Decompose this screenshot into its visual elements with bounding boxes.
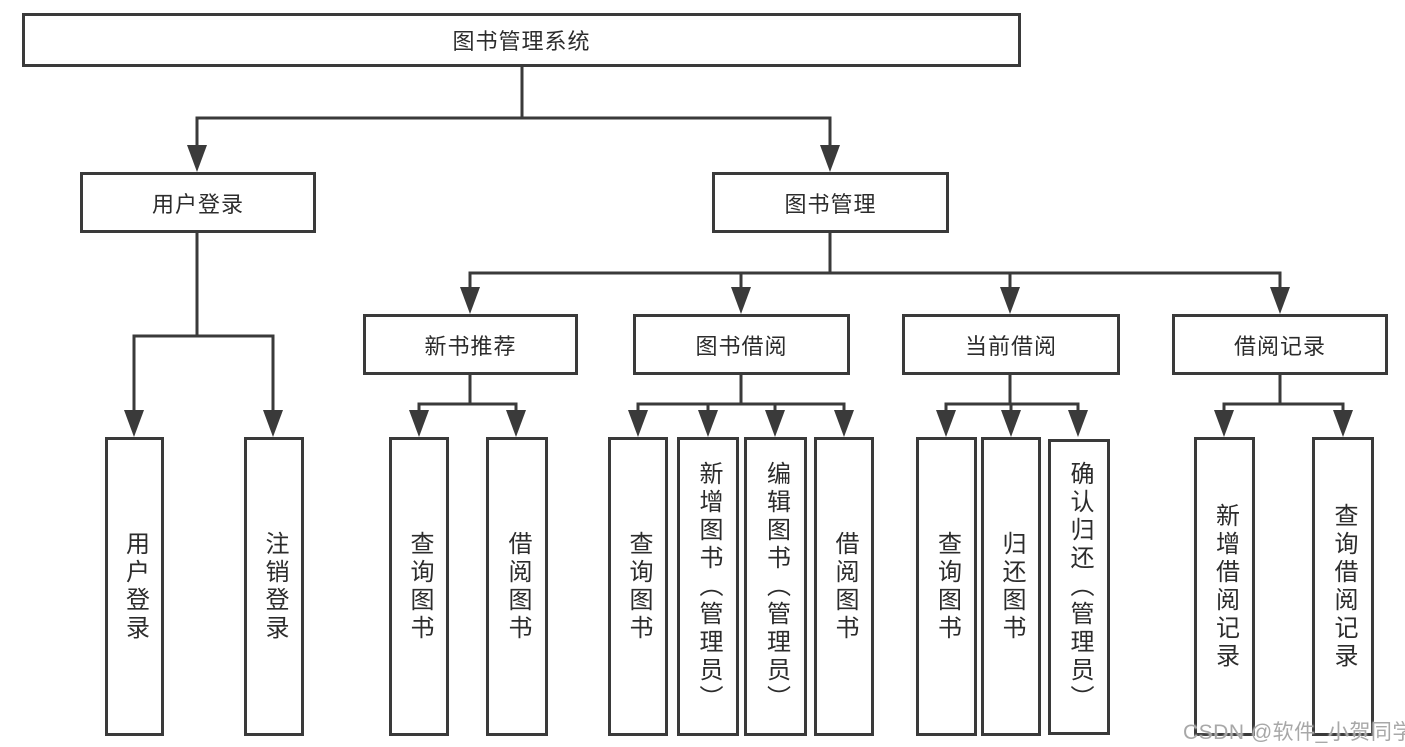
node-leaf-query-books-borrow-label: 查询图书 [625,530,652,643]
node-book-management: 图书管理 [712,172,949,233]
node-borrow-records: 借阅记录 [1172,314,1388,375]
node-leaf-confirm-return-admin-label: 确认归还（管理员） [1066,461,1093,713]
node-user-login: 用户登录 [80,172,316,233]
node-leaf-add-borrow-record-label: 新增借阅记录 [1211,502,1239,671]
node-new-book-recommend: 新书推荐 [363,314,578,375]
node-book-management-label: 图书管理 [784,191,877,217]
node-leaf-borrow-books-recommend: 借阅图书 [486,437,548,736]
node-user-login-label: 用户登录 [151,191,244,217]
node-leaf-return-books: 归还图书 [981,437,1041,736]
node-leaf-confirm-return-admin: 确认归还（管理员） [1048,439,1110,735]
node-leaf-return-books-label: 归还图书 [998,530,1025,643]
node-leaf-query-borrow-record-label: 查询借阅记录 [1330,502,1357,671]
node-leaf-query-books-recommend-label: 查询图书 [406,530,433,643]
node-leaf-borrow-books-label: 借阅图书 [831,530,858,643]
node-leaf-query-books-current-label: 查询图书 [933,530,961,643]
node-leaf-logout-label: 注销登录 [261,530,288,643]
node-root-system: 图书管理系统 [22,13,1021,67]
node-leaf-query-books-borrow: 查询图书 [608,437,668,736]
node-leaf-query-books-recommend: 查询图书 [389,437,449,736]
node-current-borrowing-label: 当前借阅 [964,333,1057,359]
csdn-watermark: CSDN @软件_小贺同学 [1183,721,1405,744]
node-leaf-borrow-books: 借阅图书 [814,437,874,736]
node-borrow-records-label: 借阅记录 [1233,333,1326,359]
node-new-book-recommend-label: 新书推荐 [424,333,517,359]
node-leaf-logout: 注销登录 [244,437,304,736]
node-leaf-query-borrow-record: 查询借阅记录 [1312,437,1374,736]
node-leaf-add-books-admin: 新增图书（管理员） [677,437,739,736]
node-leaf-add-borrow-record: 新增借阅记录 [1194,437,1255,736]
node-book-borrowing-label: 图书借阅 [695,333,788,359]
node-leaf-borrow-books-recommend-label: 借阅图书 [504,530,531,643]
node-leaf-edit-books-admin-label: 编辑图书（管理员） [762,460,790,713]
node-root-system-label: 图书管理系统 [452,29,591,54]
node-leaf-edit-books-admin: 编辑图书（管理员） [744,437,807,736]
node-leaf-add-books-admin-label: 新增图书（管理员） [695,460,722,713]
arrowheads [124,145,1353,437]
node-leaf-user-login: 用户登录 [105,437,164,736]
node-leaf-query-books-current: 查询图书 [916,437,977,736]
node-leaf-user-login-label: 用户登录 [121,530,149,643]
node-book-borrowing: 图书借阅 [633,314,850,375]
node-current-borrowing: 当前借阅 [902,314,1120,375]
